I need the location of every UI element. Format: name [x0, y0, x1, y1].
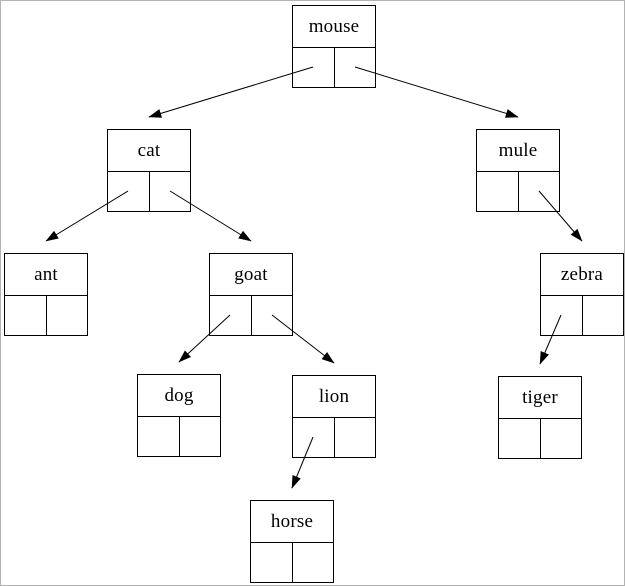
tree-node-dog: dog	[137, 374, 221, 457]
pointer-cells	[5, 296, 87, 336]
pointer-cells	[541, 296, 623, 336]
node-label: tiger	[499, 377, 581, 419]
node-label: cat	[108, 130, 190, 172]
left-pointer-cell	[541, 296, 583, 336]
node-label: mule	[477, 130, 559, 172]
left-pointer-cell	[5, 296, 47, 336]
node-label: dog	[138, 375, 220, 417]
pointer-cells	[210, 296, 292, 336]
pointer-cells	[251, 543, 333, 583]
pointer-cells	[293, 418, 375, 458]
edge-mouse-left-to-cat	[148, 66, 314, 118]
tree-node-horse: horse	[250, 500, 334, 583]
left-pointer-cell	[210, 296, 252, 336]
left-pointer-cell	[477, 172, 519, 212]
right-pointer-cell	[335, 48, 376, 88]
node-label: lion	[293, 376, 375, 418]
pointer-cells	[477, 172, 559, 212]
pointer-cells	[499, 419, 581, 459]
tree-node-lion: lion	[292, 375, 376, 458]
node-label: mouse	[293, 6, 375, 48]
tree-node-ant: ant	[4, 253, 88, 336]
left-pointer-cell	[293, 48, 335, 88]
tree-node-goat: goat	[209, 253, 293, 336]
node-label: zebra	[541, 254, 623, 296]
edge-mouse-right-to-mule	[354, 66, 519, 118]
right-pointer-cell	[150, 172, 191, 212]
left-pointer-cell	[138, 417, 180, 457]
right-pointer-cell	[252, 296, 293, 336]
node-label: ant	[5, 254, 87, 296]
node-label: horse	[251, 501, 333, 543]
left-pointer-cell	[293, 418, 335, 458]
left-pointer-cell	[499, 419, 541, 459]
tree-node-mule: mule	[476, 129, 560, 212]
right-pointer-cell	[180, 417, 221, 457]
pointer-cells	[293, 48, 375, 88]
right-pointer-cell	[335, 418, 376, 458]
right-pointer-cell	[583, 296, 624, 336]
right-pointer-cell	[541, 419, 582, 459]
tree-node-zebra: zebra	[540, 253, 624, 336]
right-pointer-cell	[293, 543, 334, 583]
tree-node-tiger: tiger	[498, 376, 582, 459]
node-label: goat	[210, 254, 292, 296]
pointer-cells	[138, 417, 220, 457]
left-pointer-cell	[108, 172, 150, 212]
right-pointer-cell	[519, 172, 560, 212]
tree-node-cat: cat	[107, 129, 191, 212]
right-pointer-cell	[47, 296, 88, 336]
tree-node-mouse: mouse	[292, 5, 376, 88]
left-pointer-cell	[251, 543, 293, 583]
pointer-cells	[108, 172, 190, 212]
